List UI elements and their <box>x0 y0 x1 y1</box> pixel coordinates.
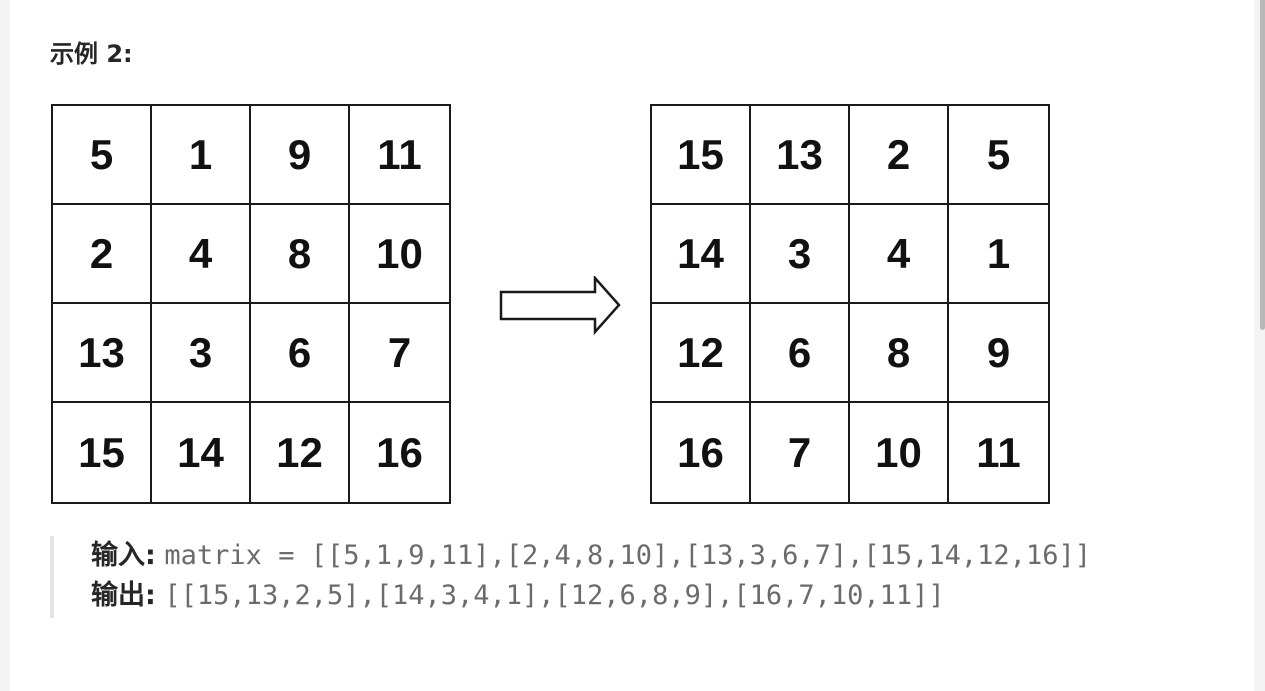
matrix-cell: 16 <box>652 403 751 502</box>
matrix-cell: 8 <box>251 205 350 304</box>
example-heading: 示例 2: <box>50 40 133 68</box>
matrix-cell: 6 <box>251 304 350 403</box>
matrix-cell: 6 <box>751 304 850 403</box>
matrix-cell: 2 <box>53 205 152 304</box>
matrix-cell: 12 <box>251 403 350 502</box>
output-line: 输出: [[15,13,2,5],[14,3,4,1],[12,6,8,9],[… <box>91 576 945 616</box>
matrix-cell: 15 <box>652 106 751 205</box>
output-label: 输出: <box>91 580 156 611</box>
input-matrix-grid: 5 1 9 11 2 4 8 10 13 3 6 7 15 14 12 16 <box>51 104 451 504</box>
matrix-cell: 7 <box>350 304 449 403</box>
input-value: matrix = [[5,1,9,11],[2,4,8,10],[13,3,6,… <box>164 540 1091 571</box>
matrix-cell: 12 <box>652 304 751 403</box>
matrix-cell: 16 <box>376 428 423 476</box>
matrix-cell: 1 <box>949 205 1048 304</box>
matrix-cell: 10 <box>850 403 949 502</box>
output-matrix-grid: 15 13 2 5 14 3 4 1 12 6 8 9 16 7 10 11 <box>650 104 1050 504</box>
matrix-cell: 11 <box>976 428 1021 476</box>
matrix-cell: 5 <box>949 106 1048 205</box>
matrix-cell: 13 <box>53 304 152 403</box>
matrix-cell: 4 <box>850 205 949 304</box>
matrix-cell: 9 <box>251 106 350 205</box>
matrix-cell: 15 <box>53 403 152 502</box>
matrix-cell: 10 <box>350 205 449 304</box>
matrix-cell: 2 <box>850 106 949 205</box>
example-blockquote: 输入: matrix = [[5,1,9,11],[2,4,8,10],[13,… <box>50 536 1154 618</box>
matrix-cell: 14 <box>152 403 251 502</box>
matrix-cell: 4 <box>152 205 251 304</box>
matrix-cell: 3 <box>751 205 850 304</box>
matrix-cell: 11 <box>350 106 449 205</box>
matrix-cell: 9 <box>949 304 1048 403</box>
matrix-cell: 13 <box>751 106 850 205</box>
matrix-cell: 1 <box>152 106 251 205</box>
input-line: 输入: matrix = [[5,1,9,11],[2,4,8,10],[13,… <box>91 536 1091 576</box>
matrix-cell: 3 <box>152 304 251 403</box>
scrollbar-thumb[interactable] <box>1260 0 1265 330</box>
matrix-cell: 14 <box>652 205 751 304</box>
input-label: 输入: <box>91 540 156 571</box>
matrix-cell: 7 <box>751 403 850 502</box>
matrix-cell: 8 <box>850 304 949 403</box>
output-value: [[15,13,2,5],[14,3,4,1],[12,6,8,9],[16,7… <box>164 580 945 611</box>
right-arrow-icon <box>499 274 621 340</box>
scrollbar-track[interactable] <box>1254 0 1265 691</box>
matrix-cell: 5 <box>53 106 152 205</box>
problem-content: 示例 2: 5 1 9 11 2 4 8 10 13 3 6 7 15 14 1… <box>10 0 1254 691</box>
